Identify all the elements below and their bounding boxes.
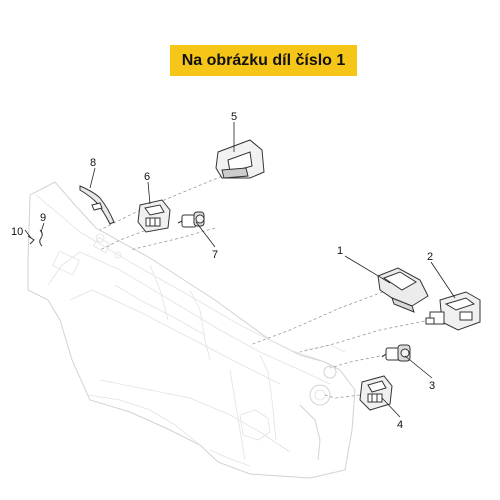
callout-3: 3 [429,380,435,392]
callout-9: 9 [40,212,46,224]
part-9-clip [39,229,43,247]
part-6-switch [137,199,171,233]
callout-7: 7 [212,249,218,261]
callout-2: 2 [427,251,433,263]
leader-lines [24,122,456,418]
callout-10: 10 [11,226,23,238]
part-3-bulb [381,344,411,362]
callout-5: 5 [231,111,237,123]
callout-labels: 1 2 3 4 5 6 7 8 9 10 [11,111,435,431]
part-8-strip [79,185,115,225]
part-2-connector [425,291,481,331]
callout-6: 6 [144,171,150,183]
part-7-bulb [177,211,205,228]
part-4-switch [359,375,393,411]
part-5-lens [215,139,265,179]
callout-1: 1 [337,245,343,257]
part-1-housing [377,267,429,313]
page-title-banner: Na obrázku díl číslo 1 [170,45,357,76]
callout-8: 8 [90,157,96,169]
callout-4: 4 [397,419,403,431]
